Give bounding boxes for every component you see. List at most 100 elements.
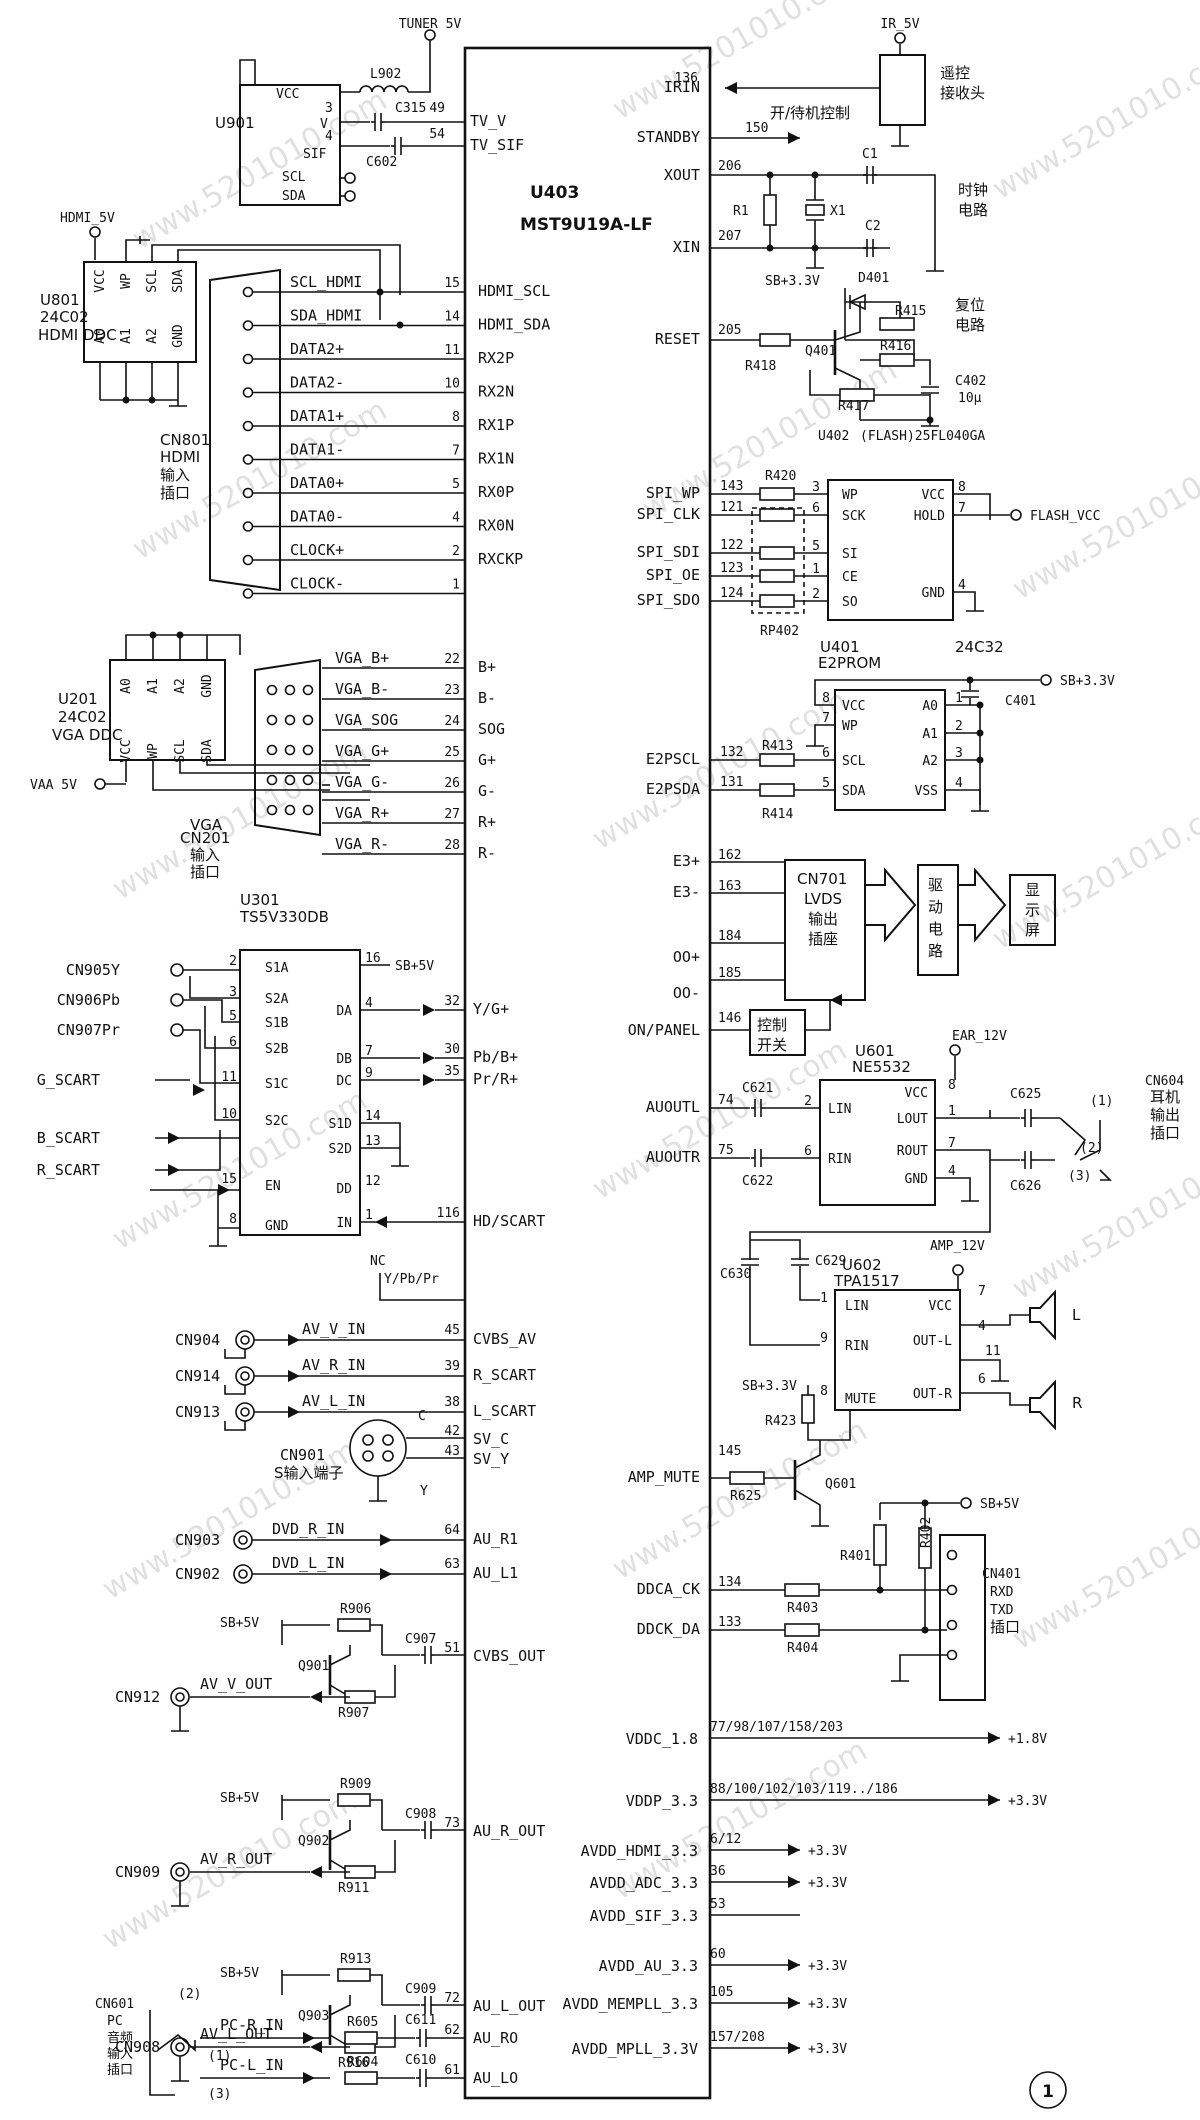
flash-part: (FLASH)25FL040GA xyxy=(860,429,985,444)
hp-jack-ref: CN604 xyxy=(1145,1074,1184,1089)
hdmi-ddc-u801 xyxy=(83,261,197,363)
eeprom-left-num-2: 6 xyxy=(822,746,830,761)
tuner-pin-sif: SIF xyxy=(303,147,327,162)
vga-connector-pin xyxy=(302,744,314,756)
reset-pin-name: RESET xyxy=(655,330,700,348)
resistor-symbol xyxy=(784,1583,820,1597)
main-chip-u403 xyxy=(463,46,712,2100)
pc-chip-num-1: 61 xyxy=(444,2063,460,2078)
resistor-symbol xyxy=(759,783,795,797)
debug-r402: R402 xyxy=(919,1517,934,1548)
wire xyxy=(953,493,991,520)
pc-signal-1: PC-L_IN xyxy=(220,2056,283,2074)
hdmi-chip-pin-num-4: 8 xyxy=(452,410,460,425)
tuner-pin-vcc: VCC xyxy=(276,87,299,102)
resistor-symbol xyxy=(759,487,795,501)
flash-right-num-2: 4 xyxy=(958,578,966,593)
out-chip-pin-0: CVBS_OUT xyxy=(473,1647,545,1665)
tuner-pin-3: 3 xyxy=(325,101,333,116)
rca-jack-center xyxy=(175,1867,185,1877)
vga-ddc-ref: U201 xyxy=(58,690,98,708)
clock-label-1: 时钟 xyxy=(958,181,988,199)
switch-part: TS5V330DB xyxy=(239,908,329,926)
wire xyxy=(179,760,350,774)
switch-right-num-2: 7 xyxy=(365,1044,373,1059)
hdmi-signal-8: CLOCK+ xyxy=(290,541,344,559)
junction-dot xyxy=(148,396,156,404)
switch-left-1: S2A xyxy=(265,992,289,1007)
eeprom-r413: R413 xyxy=(762,739,793,754)
wire xyxy=(890,174,936,265)
wire xyxy=(329,1820,351,1841)
tuner-u901 xyxy=(239,84,341,206)
dvd-chip-num-1: 63 xyxy=(444,1557,460,1572)
vga-chip-pin-name-6: R- xyxy=(478,844,496,862)
vga-signal-2: VGA_SOG xyxy=(335,711,398,729)
eeprom-chip-pin-1: E2PSDA xyxy=(646,780,700,798)
vga-signal-1: VGA_B- xyxy=(335,680,389,698)
hp-left-num-0: 2 xyxy=(804,1094,812,1109)
wire xyxy=(834,302,861,341)
reset-label-2: 电路 xyxy=(955,316,985,334)
terminal xyxy=(1010,509,1022,521)
hdmi-ddc-ddc_top-0: VCC xyxy=(93,269,108,292)
spk-left-num-0: 1 xyxy=(820,1291,828,1306)
flash-spi-num-0: 143 xyxy=(720,479,743,494)
power-name-1: VDDP_3.3 xyxy=(626,1792,698,1810)
resistor-symbol xyxy=(759,508,795,522)
flash-right-0: VCC xyxy=(922,488,945,503)
out-r1-2: R913 xyxy=(340,1952,371,1967)
out-q-1: Q902 xyxy=(298,1834,329,1849)
junction-dot xyxy=(376,288,384,296)
hdmi-ddc-ddc_top-2: SCL xyxy=(145,269,160,293)
wire xyxy=(935,1177,971,1195)
switch-right-num-7: 1 xyxy=(365,1208,373,1223)
av-in-conn-1: CN914 xyxy=(175,1367,220,1385)
resistor-symbol xyxy=(729,1471,765,1485)
flash-vcc-label: FLASH_VCC xyxy=(1030,509,1100,524)
flash-spi-1: SPI_CLK xyxy=(637,505,700,523)
power-name-4: AVDD_SIF_3.3 xyxy=(590,1907,698,1925)
hdmi-connector-pin xyxy=(242,554,254,566)
chip-pin-tvsif: TV_SIF xyxy=(470,136,524,154)
eeprom-left-num-1: 7 xyxy=(822,711,830,726)
dvd-chip-pin-1: AU_L1 xyxy=(473,1564,518,1582)
switch-chip-pin-name-2: Pr/R+ xyxy=(473,1070,518,1088)
pc-chip-pin-1: AU_LO xyxy=(473,2069,518,2087)
wire xyxy=(749,1160,991,1260)
av-in-conn-0: CN904 xyxy=(175,1331,220,1349)
lvds-conn-ref: CN701 xyxy=(797,870,847,888)
switch-chip-pin-0: 32 xyxy=(444,994,460,1009)
hp-amp-ref: U601 xyxy=(855,1042,895,1060)
vga-ddc-ddc_top-3: GND xyxy=(200,674,215,698)
terminal xyxy=(344,172,356,184)
flash-right-1: HOLD xyxy=(914,509,945,524)
spk-right-0: VCC xyxy=(929,1299,952,1314)
arrow-icon xyxy=(788,1997,800,2009)
av-in-chip-pin-0: CVBS_AV xyxy=(473,1330,536,1348)
pc-chip-num-0: 62 xyxy=(444,2023,460,2038)
ypbpr-label: Y/Pb/Pr xyxy=(384,1272,439,1287)
switch-right-num-6: 12 xyxy=(365,1174,381,1189)
wire xyxy=(809,370,840,396)
av-in-chip-pin-2: L_SCART xyxy=(473,1402,536,1420)
vga-connector-pin xyxy=(302,774,314,786)
out-chip-pin-2: AU_L_OUT xyxy=(473,1997,545,2015)
arrow-icon xyxy=(303,2072,315,2084)
power-v-0: +1.8V xyxy=(1008,1732,1047,1747)
arrow-icon xyxy=(988,1794,1000,1806)
switch-input-5: R_SCART xyxy=(37,1161,100,1179)
hp-right-num-3: 4 xyxy=(948,1164,956,1179)
spk-r625: R625 xyxy=(730,1489,761,1504)
reset-pin-num: 205 xyxy=(718,323,741,338)
junction-dot xyxy=(976,701,984,709)
eeprom-left-num-0: 8 xyxy=(822,691,830,706)
flash-pin-num-2: 5 xyxy=(812,539,820,554)
dvd-chip-pin-0: AU_R1 xyxy=(473,1530,518,1548)
hp-j2: (2) xyxy=(1080,1141,1103,1156)
hp-jack-l2: 输出 xyxy=(1150,1106,1180,1124)
hdmi-signal-7: DATA0- xyxy=(290,508,344,526)
reset-q401: Q401 xyxy=(805,344,836,359)
power-pins-3: 36 xyxy=(710,1864,726,1879)
hp-chip-pin-1: AUOUTR xyxy=(646,1148,701,1166)
